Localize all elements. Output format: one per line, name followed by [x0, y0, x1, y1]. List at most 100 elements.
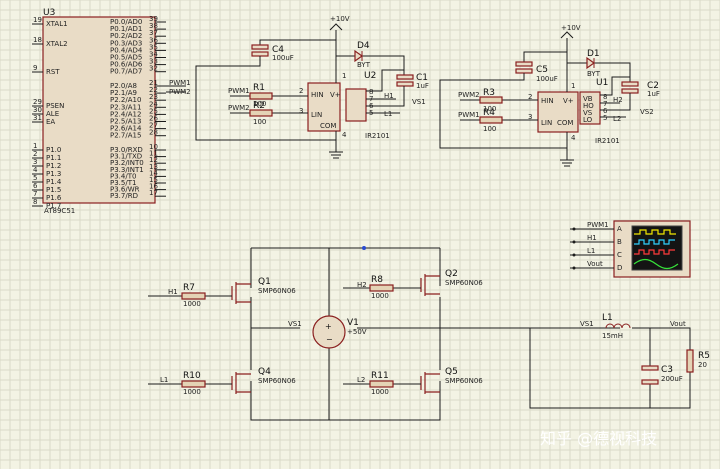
r7-ref: R7: [183, 283, 195, 293]
u3-right-pin-num: 25: [149, 107, 158, 115]
u3-left-pin-name: P1.6: [46, 194, 62, 202]
driver2-body: [537, 91, 579, 133]
c5-plate-b: [515, 68, 533, 74]
d1-input-wires: [230, 95, 308, 114]
d2-ref: U1: [596, 78, 608, 88]
r3-net: PWM2: [458, 91, 480, 99]
r1-value: 100: [253, 100, 266, 108]
r1-net: PWM1: [228, 87, 250, 95]
d2-net-vs: VS2: [640, 108, 654, 116]
d1-right-wires: [366, 69, 405, 114]
d2-pinnum-hin: 2: [528, 93, 532, 101]
d2-pin-ho: HO: [583, 102, 594, 110]
bridge-wires: [250, 247, 441, 421]
u3-right-pin-name: P3.1/TXD: [110, 153, 142, 161]
u3-left-pin-name: ALE: [46, 110, 59, 118]
q1-part: SMP60N06: [258, 287, 296, 295]
d1-diode-ref: D1: [587, 49, 600, 59]
scope-channel-net: PWM1: [587, 221, 609, 229]
r8-value: 1000: [371, 292, 389, 300]
u3-right-pin-num: 23: [149, 93, 158, 101]
u3-right-pin-name: P2.7/A15: [110, 132, 141, 140]
d4-diode: [354, 49, 364, 63]
u3-left-pin-num: 19: [33, 16, 42, 24]
d1-pinnum-lin: 3: [299, 107, 303, 115]
l1-ref: L1: [602, 313, 613, 323]
c3-plate-b: [641, 379, 659, 385]
r2-net: PWM2: [228, 104, 250, 112]
c5-value: 100uF: [536, 75, 558, 83]
scope-trace-a: [634, 229, 676, 235]
u3-right-pin-num: 13: [149, 163, 158, 171]
d2-net-lo: L2: [613, 115, 621, 123]
u3-right-pin-name: P2.3/A11: [110, 103, 141, 111]
d1-pin-vcc: V+: [330, 91, 341, 99]
d2-pinnum-lo: 5: [603, 114, 607, 122]
d1-pinnum-vb: 8: [369, 88, 373, 96]
u3-right-pins: 39P0.0/AD038P0.1/AD137P0.2/AD236P0.3/AD3…: [110, 15, 166, 200]
u3-left-pin-name: P1.3: [46, 170, 61, 178]
d1-ref: U2: [364, 71, 376, 81]
d1-pin-com: COM: [320, 122, 336, 130]
c4-ref: C4: [272, 45, 284, 55]
scope-channel-letter: D: [617, 264, 622, 272]
u3-right-pin-num: 14: [149, 169, 158, 177]
u3-left-pin-num: 2: [33, 150, 37, 158]
c5-ref: C5: [536, 65, 548, 75]
output-filter[interactable]: VS1 L1 15mH Vout C3 200uF R5 20: [529, 313, 710, 409]
r3-ref: R3: [483, 88, 495, 98]
u3-right-pin-name: P2.1/A9: [110, 89, 137, 97]
u3-left-pin-name: P1.2: [46, 162, 61, 170]
u3-ref: U3: [43, 8, 55, 18]
u3-right-pin-name: P2.4/A12: [110, 110, 141, 118]
u3-left-pin-num: 9: [33, 64, 37, 72]
d1-diode-part: BYT: [587, 70, 601, 78]
u3-left-pin-name: P1.1: [46, 154, 61, 162]
u3-right-pin-num: 36: [149, 36, 158, 44]
u3-left-pin-num: 31: [33, 114, 42, 122]
h-bridge[interactable]: VS1 + − V1 +50V Q1 SMP60N06 Q2 SMP60N06 …: [148, 246, 620, 421]
u3-right-pin-num: 26: [149, 115, 158, 123]
u3-right-pin-num: 33: [149, 58, 158, 66]
u3-left-pin-num: 1: [33, 142, 37, 150]
u3-right-pin-name: P0.2/AD2: [110, 32, 142, 40]
d2-supply: +10V: [561, 24, 581, 32]
u3-net-pwm1: PWM1: [169, 79, 191, 87]
u3-right-pin-num: 32: [149, 65, 158, 73]
driver1-right-block: [345, 88, 367, 122]
u3-left-pin-name: PSEN: [46, 102, 64, 110]
u3-left-pin-num: 18: [33, 36, 42, 44]
c1-plate-b: [396, 81, 414, 87]
d4-part: BYT: [357, 61, 371, 69]
driver2-right-block: [579, 91, 601, 125]
q2-part: SMP60N06: [445, 279, 483, 287]
r1-body: [249, 92, 273, 100]
r3-value: 100: [483, 105, 496, 113]
u3-right-pin-name: P0.1/AD1: [110, 25, 142, 33]
u3-right-pin-name: P3.7/RD: [110, 192, 138, 200]
scope-channel-node: [572, 227, 576, 231]
u3-right-pin-num: 10: [149, 143, 158, 151]
u3-right-pin-num: 16: [149, 183, 158, 191]
r5-value: 20: [698, 361, 707, 369]
r7-net: H1: [168, 288, 178, 296]
driver2[interactable]: HIN LIN V+ COM VB HO VS LO 2 3 1 4 8 7 6…: [528, 78, 620, 145]
filter-net-out: Vout: [670, 320, 686, 328]
d1-supply-arrow: [329, 23, 343, 31]
c2-ref: C2: [647, 81, 659, 91]
scope-trace-c: [634, 249, 675, 255]
d1-diode: [586, 56, 596, 70]
r8-net: H2: [357, 281, 367, 289]
u3-part: AT89C51: [44, 207, 75, 215]
c5-plate-a: [515, 61, 533, 67]
d1-gnd-icon: [329, 151, 343, 159]
u3-right-pin-num: 39: [149, 15, 158, 23]
u3-left-pin-name: P1.5: [46, 186, 61, 194]
r7-body: [181, 292, 206, 300]
r4-value: 100: [483, 125, 496, 133]
v1-minus-icon: −: [326, 335, 333, 344]
u3-right-pin-num: 35: [149, 43, 158, 51]
